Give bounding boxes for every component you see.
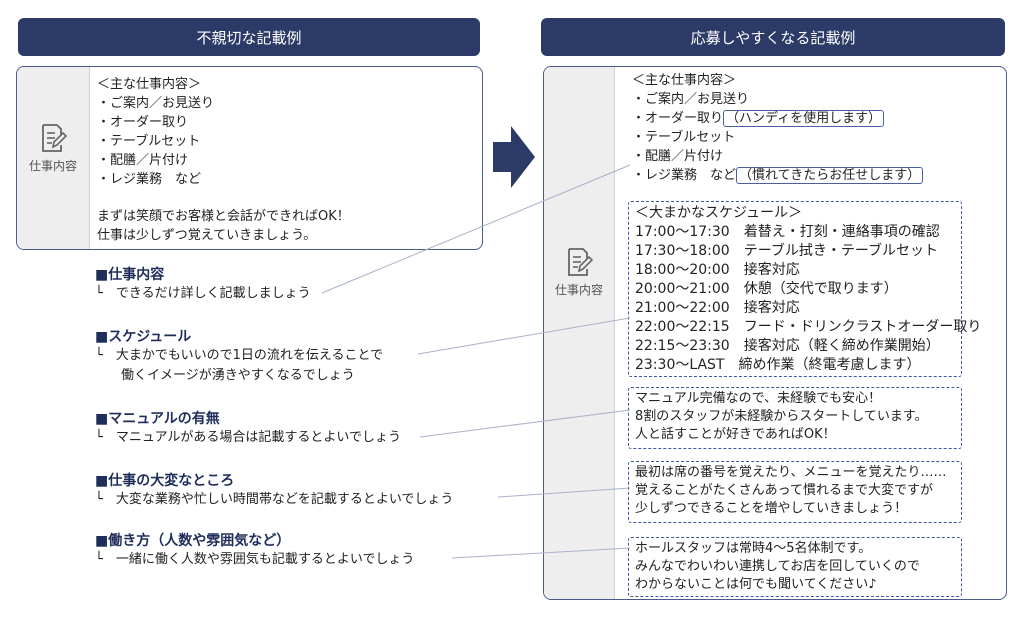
guide-desc: └ できるだけ詳しく記載しましょう	[95, 286, 311, 301]
hardship-line: 覚えることがたくさんあって慣れるまで大変ですが	[635, 483, 933, 498]
left-closing-line: まずは笑顔でお客様と会話ができればOK！	[97, 209, 350, 224]
document-pen-icon	[42, 124, 67, 152]
right-duty-line: ・オーダー取り（ハンディを使用します）	[632, 109, 923, 128]
right-duty-line: ・ご案内／お見送り	[632, 92, 750, 107]
right-header: 応募しやすくなる記載例	[541, 18, 1005, 56]
left-icon-column	[17, 67, 90, 249]
workstyle-line: みんなでわいわい連携してお店を回していくので	[635, 559, 920, 574]
right-duty-line: ＜主な仕事内容＞	[632, 73, 737, 88]
right-icon-label: 仕事内容	[554, 283, 603, 297]
left-duty-line: ・ご案内／お見送り	[97, 96, 215, 111]
schedule-line: 17:30～18:00 テーブル拭き・テーブルセット	[635, 243, 939, 259]
manual-box: マニュアル完備なので、未経験でも安心！ 8割のスタッフが未経験からスタートしてい…	[628, 387, 962, 449]
guide-job-content: ■仕事内容 └ できるだけ詳しく記載しましょう	[95, 264, 311, 304]
workstyle-line: わからないことは何でも聞いてください♪	[635, 577, 877, 592]
guide-workstyle: ■働き方（人数や雰囲気など） └ 一緒に働く人数や雰囲気も記載するとよいでしょう	[95, 530, 414, 570]
schedule-line: 18:00～20:00 接客対応	[635, 262, 800, 278]
duty-text: ・オーダー取り	[632, 111, 724, 126]
left-duty-line: ・オーダー取り	[97, 115, 189, 130]
left-duty-list: ＜主な仕事内容＞ ・ご案内／お見送り ・オーダー取り ・テーブルセット ・配膳／…	[97, 75, 214, 189]
schedule-line: 20:00～21:00 休憩（交代で取ります）	[635, 281, 898, 297]
arrow-right-icon	[493, 126, 535, 188]
manual-line: マニュアル完備なので、未経験でも安心！	[635, 391, 882, 406]
right-duty-list: ＜主な仕事内容＞ ・ご案内／お見送り ・オーダー取り（ハンディを使用します） ・…	[632, 71, 924, 185]
workstyle-line: ホールスタッフは常時4～5名体制です。	[635, 541, 872, 556]
left-closing-line: 仕事は少しずつ覚えていきましょう。	[97, 228, 317, 243]
hardship-line: 最初は席の番号を覚えたり、メニューを覚えたり……	[635, 465, 947, 480]
duty-note-highlight: （慣れてきたらお任せします）	[736, 167, 924, 184]
left-icon-group: 仕事内容	[23, 123, 83, 174]
guide-desc: └ 大まかでもいいので1日の流れを伝えることで	[95, 348, 384, 363]
left-example-panel: 仕事内容 ＜主な仕事内容＞ ・ご案内／お見送り ・オーダー取り ・テーブルセット…	[16, 66, 483, 250]
schedule-line: 22:00～22:15 フード・ドリンクラストオーダー取り	[635, 319, 982, 335]
guide-manual: ■マニュアルの有無 └ マニュアルがある場合は記載するとよいでしょう	[95, 408, 401, 448]
workstyle-box: ホールスタッフは常時4～5名体制です。 みんなでわいわい連携してお店を回していく…	[628, 537, 962, 597]
left-duty-line: ＜主な仕事内容＞	[97, 77, 202, 92]
document-pen-icon	[568, 248, 593, 276]
guide-title: ■スケジュール	[95, 329, 192, 345]
right-example-panel: 仕事内容 ＜主な仕事内容＞ ・ご案内／お見送り ・オーダー取り（ハンディを使用し…	[543, 66, 1007, 600]
left-icon-label: 仕事内容	[28, 159, 77, 173]
duty-note-highlight: （ハンディを使用します）	[723, 110, 885, 127]
right-icon-column	[544, 67, 615, 599]
guide-desc: └ 一緒に働く人数や雰囲気も記載するとよいでしょう	[95, 552, 415, 567]
left-duty-line: ・配膳／片付け	[97, 153, 189, 168]
manual-line: 人と話すことが好きであればOK！	[635, 427, 836, 442]
schedule-line: 22:15～23:30 接客対応（軽く締め作業開始）	[635, 338, 940, 354]
left-closing-text: まずは笑顔でお客様と会話ができればOK！ 仕事は少しずつ覚えていきましょう。	[97, 207, 350, 245]
schedule-line: 17:00～17:30 着替え・打刻・連絡事項の確認	[635, 224, 940, 240]
schedule-box: ＜大まかなスケジュール＞ 17:00～17:30 着替え・打刻・連絡事項の確認 …	[628, 201, 982, 377]
guide-hardship: ■仕事の大変なところ └ 大変な業務や忙しい時間帯などを記載するとよいでしょう	[95, 470, 453, 510]
guide-title: ■マニュアルの有無	[95, 411, 220, 427]
guide-title: ■仕事の大変なところ	[95, 473, 235, 489]
guide-desc: └ 大変な業務や忙しい時間帯などを記載するとよいでしょう	[95, 492, 454, 507]
manual-line: 8割のスタッフが未経験からスタートしています。	[635, 409, 928, 424]
guide-desc: 働くイメージが湧きやすくなるでしょう	[95, 368, 355, 383]
duty-text: ・レジ業務 など	[632, 168, 737, 183]
left-duty-line: ・テーブルセット	[97, 134, 201, 149]
right-duty-line: ・レジ業務 など（慣れてきたらお任せします）	[632, 166, 924, 185]
hardship-box: 最初は席の番号を覚えたり、メニューを覚えたり…… 覚えることがたくさんあって慣れ…	[628, 461, 962, 523]
guide-title: ■仕事内容	[95, 267, 165, 283]
right-icon-group: 仕事内容	[549, 247, 609, 298]
guide-schedule: ■スケジュール └ 大まかでもいいので1日の流れを伝えることで 働くイメージが湧…	[95, 326, 383, 386]
schedule-line: ＜大まかなスケジュール＞	[635, 205, 803, 221]
right-duty-line: ・配膳／片付け	[632, 149, 724, 164]
hardship-line: 少しずつできることを増やしていきましょう！	[635, 501, 908, 516]
guide-desc: └ マニュアルがある場合は記載するとよいでしょう	[95, 430, 402, 445]
guide-title: ■働き方（人数や雰囲気など）	[95, 533, 291, 549]
schedule-line: 21:00～22:00 接客対応	[635, 300, 800, 316]
left-duty-line: ・レジ業務 など	[97, 172, 202, 187]
right-duty-line: ・テーブルセット	[632, 130, 736, 145]
schedule-line: 23:30～LAST 締め作業（終電考慮します）	[635, 357, 921, 373]
left-header: 不親切な記載例	[18, 18, 480, 56]
